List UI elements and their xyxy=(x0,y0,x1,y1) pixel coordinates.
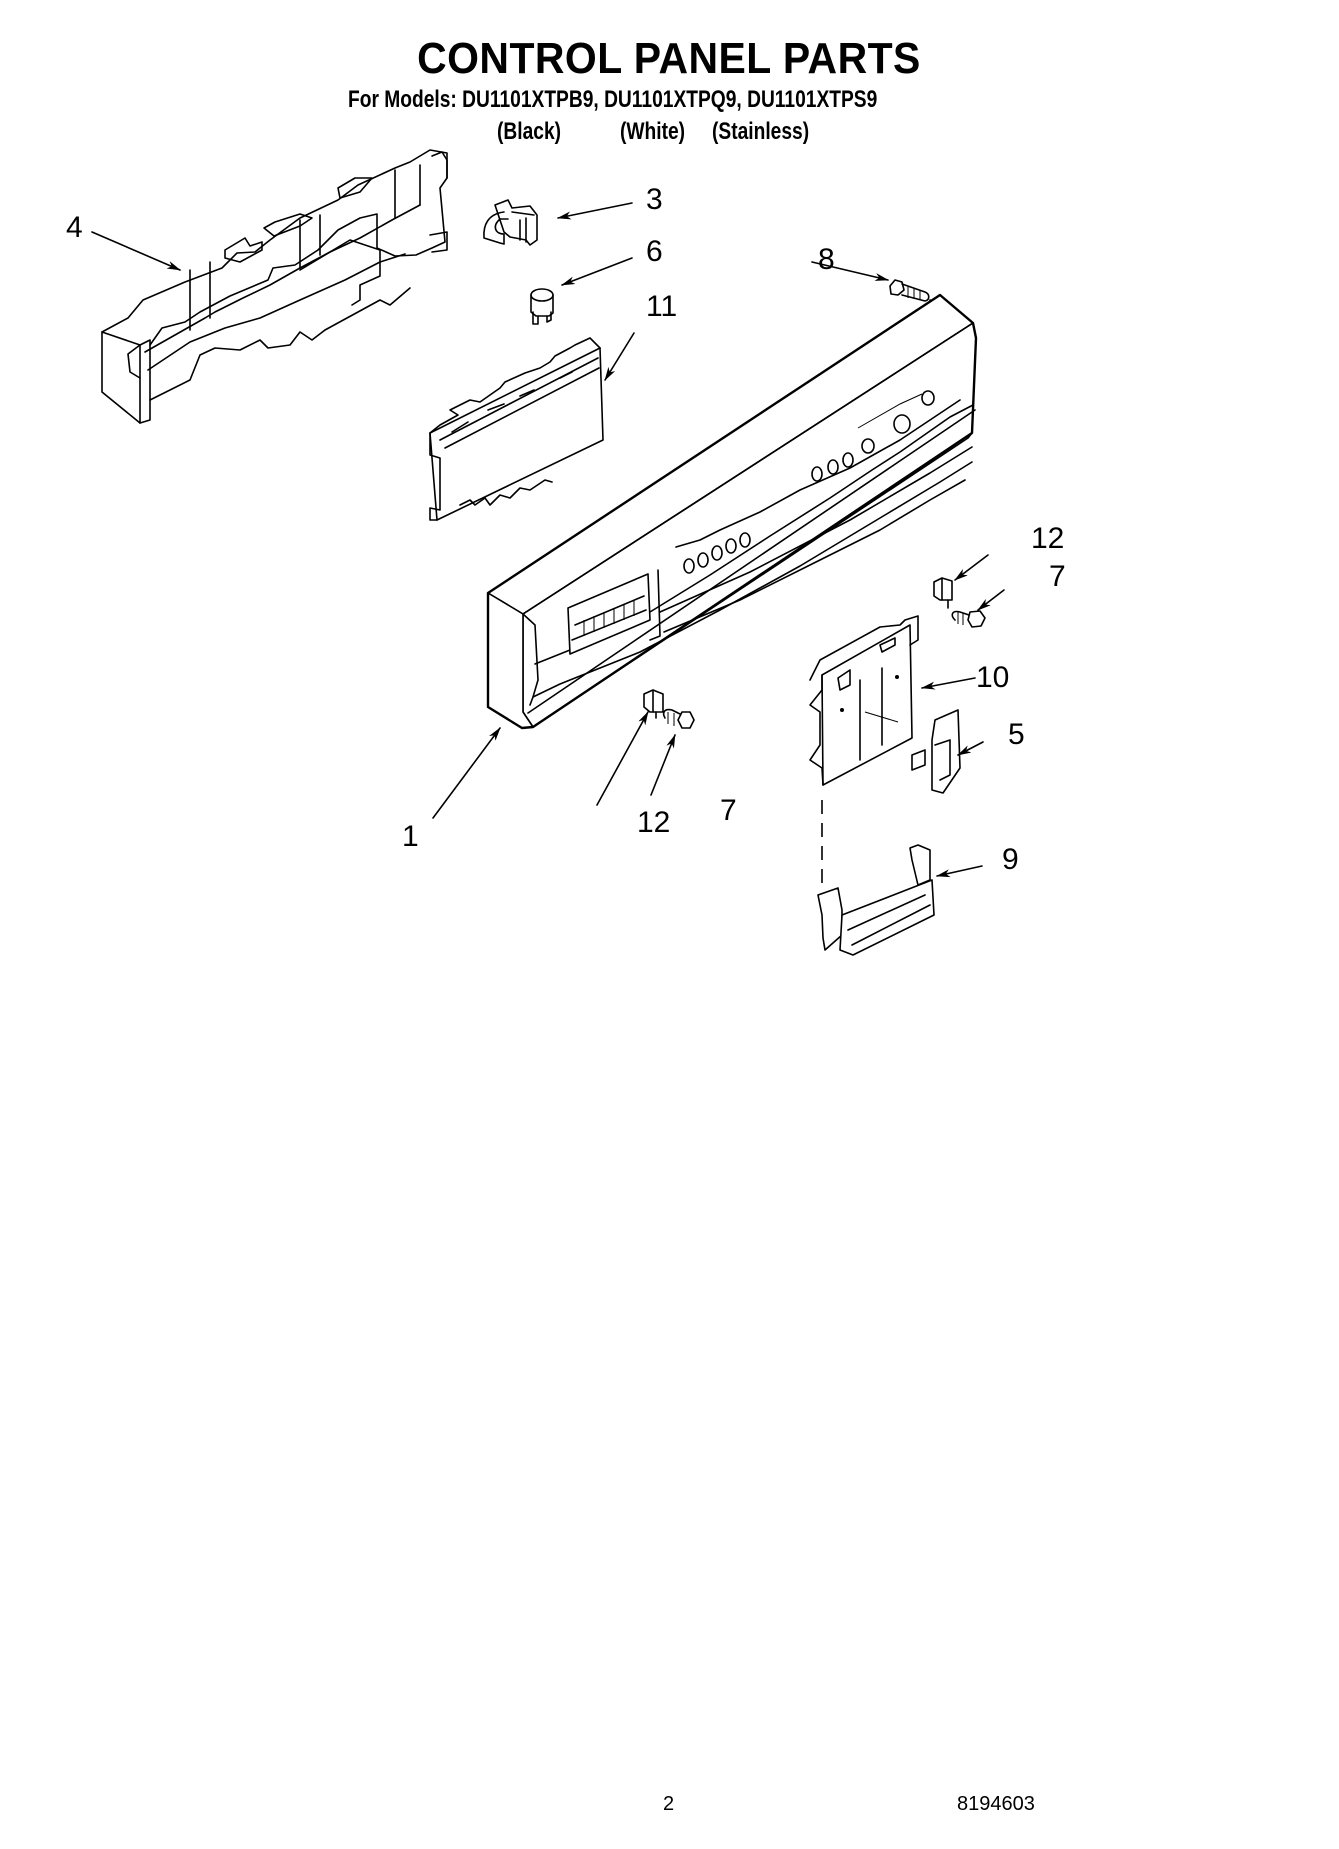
part-12-clip-upper xyxy=(933,577,953,609)
part-3-clip xyxy=(483,199,538,246)
model-color-white: (White) xyxy=(620,118,686,145)
callout-6: 6 xyxy=(646,235,663,268)
document-number: 8194603 xyxy=(957,1793,1035,1815)
part-4-bracket xyxy=(101,149,448,424)
part-12-clip-lower xyxy=(643,689,664,719)
callout-5: 5 xyxy=(1008,718,1025,751)
page-title: CONTROL PANEL PARTS xyxy=(417,34,921,83)
button-row-left xyxy=(683,532,751,574)
callout-7-upper: 7 xyxy=(1049,560,1066,593)
model-color-stainless: (Stainless) xyxy=(712,118,810,145)
button-row-right xyxy=(811,390,935,482)
part-7-screw-lower xyxy=(662,708,695,729)
callout-11: 11 xyxy=(646,290,678,323)
part-7-screw-upper xyxy=(951,610,986,628)
callout-7-lower: 7 xyxy=(720,794,737,827)
part-6-plug xyxy=(530,288,554,325)
callout-12-upper: 12 xyxy=(1031,522,1065,555)
model-color-black: (Black) xyxy=(497,118,562,145)
part-11-control-board xyxy=(429,337,604,521)
callout-12-lower: 12 xyxy=(637,806,671,839)
callout-8: 8 xyxy=(818,243,835,276)
part-1-control-panel xyxy=(486,293,978,730)
callout-1: 1 xyxy=(402,820,419,853)
part-5-latch xyxy=(911,709,961,794)
models-line: For Models: DU1101XTPB9, DU1101XTPQ9, DU… xyxy=(348,86,878,113)
callout-3: 3 xyxy=(646,183,663,216)
callout-10: 10 xyxy=(976,661,1010,694)
part-10-mounting-plate xyxy=(809,615,919,786)
leader-arrows xyxy=(91,202,1005,878)
page-number: 2 xyxy=(663,1793,675,1815)
callout-4: 4 xyxy=(66,211,83,244)
callout-9: 9 xyxy=(1002,843,1019,876)
part-9-handle-bracket xyxy=(817,844,935,956)
